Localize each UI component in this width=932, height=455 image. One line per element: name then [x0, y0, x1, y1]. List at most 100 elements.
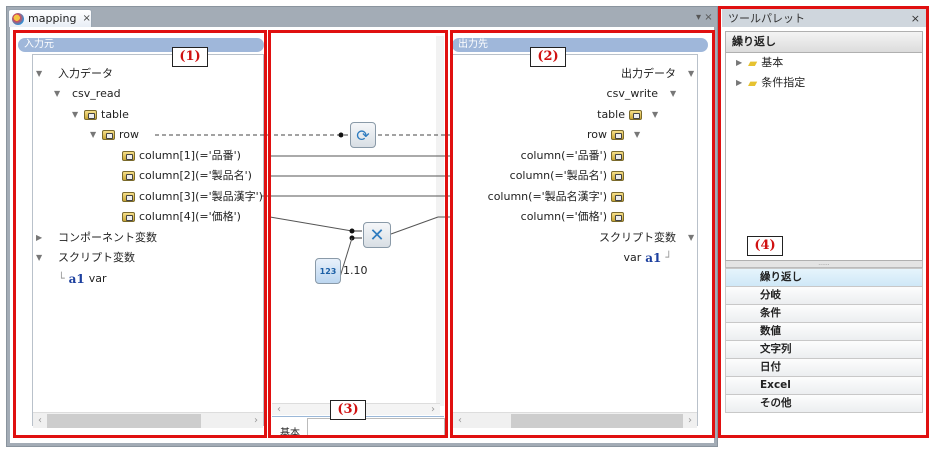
link-column-4-out	[390, 216, 439, 235]
folder-condition[interactable]: ▶▰条件指定	[736, 76, 806, 90]
input-hscrollbar[interactable]: ‹ ›	[33, 412, 263, 428]
property-field[interactable]	[307, 418, 445, 436]
expand-icon[interactable]: ▼	[54, 89, 61, 98]
mapping-canvas[interactable]	[272, 36, 444, 406]
editor-controls[interactable]: ▾ ×	[696, 12, 713, 23]
tree-item-output-row[interactable]: row▼	[586, 128, 641, 141]
expand-icon[interactable]: ▼	[72, 110, 79, 119]
tree-item-table[interactable]: ▼table	[72, 108, 129, 121]
element-icon	[122, 151, 135, 161]
tree-item-output-data[interactable]: 出力データ▼	[621, 67, 695, 80]
element-icon	[102, 130, 115, 140]
annotation-label-1: (1)	[172, 47, 208, 67]
scroll-thumb[interactable]	[511, 413, 683, 428]
category-loop[interactable]: 繰り返し	[725, 269, 923, 287]
output-panel-header: 出力先	[452, 38, 708, 52]
palette-close-icon[interactable]: ×	[910, 11, 920, 25]
tree-item-csv-read[interactable]: ▼csv_read	[54, 87, 121, 100]
annotation-box-3	[268, 30, 448, 438]
element-icon	[84, 110, 97, 120]
palette-splitter[interactable]: ......	[725, 261, 923, 268]
category-string[interactable]: 文字列	[725, 341, 923, 359]
annotation-label-4: (4)	[747, 236, 783, 256]
scroll-thumb[interactable]	[47, 413, 201, 428]
tree-item-row[interactable]: ▼row	[90, 128, 140, 141]
scroll-left-icon[interactable]: ‹	[38, 415, 42, 426]
expand-icon[interactable]: ▼	[634, 130, 641, 139]
link-column-4-in	[269, 216, 353, 232]
category-condition[interactable]: 条件	[725, 305, 923, 323]
tree-item-output-column-2[interactable]: column(='製品名')	[505, 168, 624, 184]
annotation-label-3: (3)	[330, 400, 366, 420]
category-other[interactable]: その他	[725, 395, 923, 413]
tree-item-csv-write[interactable]: csv_write▼	[606, 87, 677, 100]
scroll-right-icon[interactable]: ›	[431, 404, 435, 415]
variable-icon: a1	[645, 251, 662, 265]
collapse-icon[interactable]: ▶	[736, 58, 743, 67]
element-icon	[611, 212, 624, 222]
expand-icon[interactable]: ▼	[688, 69, 695, 78]
collapse-icon[interactable]: ▶	[36, 233, 43, 242]
tab-basic[interactable]: 基本	[280, 428, 300, 439]
expand-icon[interactable]: ▼	[670, 89, 677, 98]
scroll-right-icon[interactable]: ›	[254, 415, 258, 426]
tree-item-output-table[interactable]: table▼	[597, 108, 659, 121]
scroll-right-icon[interactable]: ›	[688, 415, 692, 426]
folder-basic[interactable]: ▶▰基本	[736, 56, 784, 70]
expand-icon[interactable]: ▼	[90, 130, 97, 139]
palette-section-header: 繰り返し	[725, 31, 923, 53]
output-tree	[452, 54, 698, 426]
expand-icon[interactable]: ▼	[688, 233, 695, 242]
tab-label: mapping	[28, 12, 77, 25]
tree-item-output-column-1[interactable]: column(='品番')	[516, 148, 624, 164]
element-icon	[611, 130, 624, 140]
annotation-box-2	[450, 30, 715, 438]
tree-item-column-4[interactable]: column[4](='価格')	[122, 209, 241, 225]
tree-item-component-vars[interactable]: ▶コンポーネント変数	[36, 231, 157, 244]
expand-icon[interactable]: ▼	[36, 69, 43, 78]
element-icon	[122, 212, 135, 222]
constant-node-icon[interactable]: 123	[315, 258, 341, 284]
collapse-icon[interactable]: ▶	[736, 78, 743, 87]
category-date[interactable]: 日付	[725, 359, 923, 377]
palette-titlebar: ツールパレット ×	[722, 9, 926, 27]
tree-item-column-1[interactable]: column[1](='品番')	[122, 148, 241, 164]
link-constant	[339, 237, 353, 278]
element-icon	[611, 171, 624, 181]
output-hscrollbar[interactable]: ‹ ›	[453, 412, 697, 428]
category-number[interactable]: 数値	[725, 323, 923, 341]
input-panel: 入力元 ‹ ›	[18, 38, 264, 436]
tree-item-output-script-vars[interactable]: スクリプト変数▼	[599, 231, 695, 244]
connector-dot	[338, 132, 344, 138]
loop-node-icon[interactable]: ⟳	[350, 122, 376, 148]
expand-icon[interactable]: ▼	[36, 253, 43, 262]
folder-icon: ▰	[748, 76, 758, 90]
category-excel[interactable]: Excel	[725, 377, 923, 395]
element-icon	[122, 192, 135, 202]
tab-close-icon[interactable]: ×	[82, 13, 91, 24]
annotation-label-2: (2)	[530, 47, 566, 67]
multiply-node-icon[interactable]: ✕	[363, 222, 391, 248]
tree-item-script-vars[interactable]: ▼スクリプト変数	[36, 251, 135, 264]
tree-item-column-3[interactable]: column[3](='製品漢字')	[122, 189, 263, 205]
tree-item-output-column-3[interactable]: column(='製品名漢字')	[483, 189, 624, 205]
palette-folder-list: ▶▰基本 ▶▰条件指定	[725, 53, 923, 261]
scroll-left-icon[interactable]: ‹	[458, 415, 462, 426]
expand-icon[interactable]: ▼	[652, 110, 659, 119]
tree-item-input-data[interactable]: ▼入力データ	[36, 67, 113, 80]
app-logo-icon	[12, 12, 24, 25]
element-icon	[629, 110, 642, 120]
annotation-box-1	[13, 30, 267, 438]
element-icon	[611, 151, 624, 161]
element-icon	[611, 192, 624, 202]
palette-categories: 繰り返し 分岐 条件 数値 文字列 日付 Excel その他	[725, 268, 923, 413]
scroll-left-icon[interactable]: ‹	[277, 404, 281, 415]
category-branch[interactable]: 分岐	[725, 287, 923, 305]
tab-mapping[interactable]: mapping ×	[8, 9, 92, 27]
tree-item-column-2[interactable]: column[2](='製品名')	[122, 168, 252, 184]
output-panel: 出力先 ‹ ›	[452, 38, 708, 436]
tree-item-output-column-4[interactable]: column(='価格')	[516, 209, 624, 225]
element-icon	[122, 171, 135, 181]
